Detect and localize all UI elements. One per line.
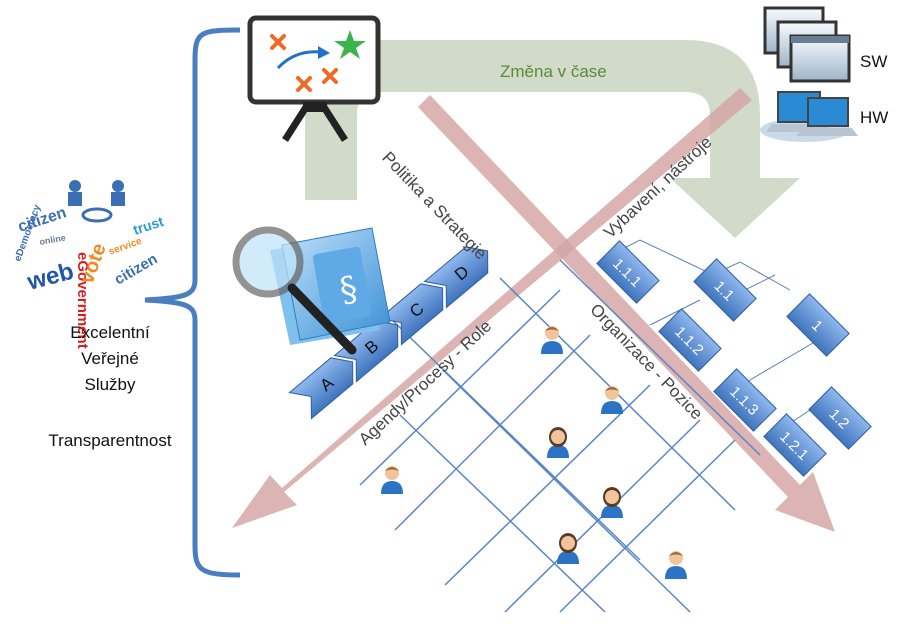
left-text-line1: Excelentní <box>70 323 150 342</box>
sw-label: SW <box>860 52 888 71</box>
svg-text:eGovernment: eGovernment <box>74 252 91 349</box>
people-group <box>381 326 687 579</box>
person-icon <box>381 466 403 494</box>
svg-text:citizen: citizen <box>112 250 161 288</box>
left-text-line3: Služby <box>84 375 136 394</box>
change-over-time-label: Změna v čase <box>500 62 607 81</box>
person-icon <box>601 386 623 414</box>
svg-text:online: online <box>39 233 67 247</box>
svg-text:trust: trust <box>131 213 166 238</box>
change-arrow <box>305 40 800 238</box>
arrow-politics-strategy <box>414 95 835 532</box>
folder-magnifier-icon: § <box>232 226 391 355</box>
person-icon <box>547 427 569 458</box>
org-box-1-2-1: 1.2.1 <box>763 413 827 477</box>
process-step-a: A <box>288 357 354 420</box>
org-box-1: 1 <box>786 293 850 357</box>
left-text-line4: Transparentnost <box>48 431 172 450</box>
org-box-1-1-3: 1.1.3 <box>713 368 777 432</box>
svg-text:web: web <box>24 258 77 296</box>
svg-text:vote: vote <box>76 241 111 287</box>
laptop-icon <box>760 91 858 142</box>
left-text-line2: Veřejné <box>81 349 139 368</box>
monitor-stack-icon <box>763 6 851 83</box>
left-brace <box>144 27 241 578</box>
org-hierarchy: 1.1.11.1.21.1.31.2.11.11.21 <box>596 240 872 477</box>
person-icon <box>557 533 579 564</box>
org-box-1-1: 1.1 <box>693 258 757 322</box>
role-position-grid <box>359 259 761 613</box>
hw-label: HW <box>860 108 889 127</box>
svg-text:service: service <box>107 236 144 258</box>
arrow-equipment-tools <box>232 88 752 528</box>
process-step-c: C <box>378 283 444 346</box>
org-box-1-1-2: 1.1.2 <box>658 308 722 372</box>
person-icon <box>601 487 623 518</box>
person-icon <box>541 326 563 354</box>
org-box-1-2: 1.2 <box>808 386 872 450</box>
svg-text:eDemocracy: eDemocracy <box>12 203 43 263</box>
svg-text:§: § <box>337 269 361 311</box>
process-step-d: D <box>423 246 489 309</box>
strategy-board-icon <box>247 15 381 142</box>
person-icon <box>665 551 687 579</box>
